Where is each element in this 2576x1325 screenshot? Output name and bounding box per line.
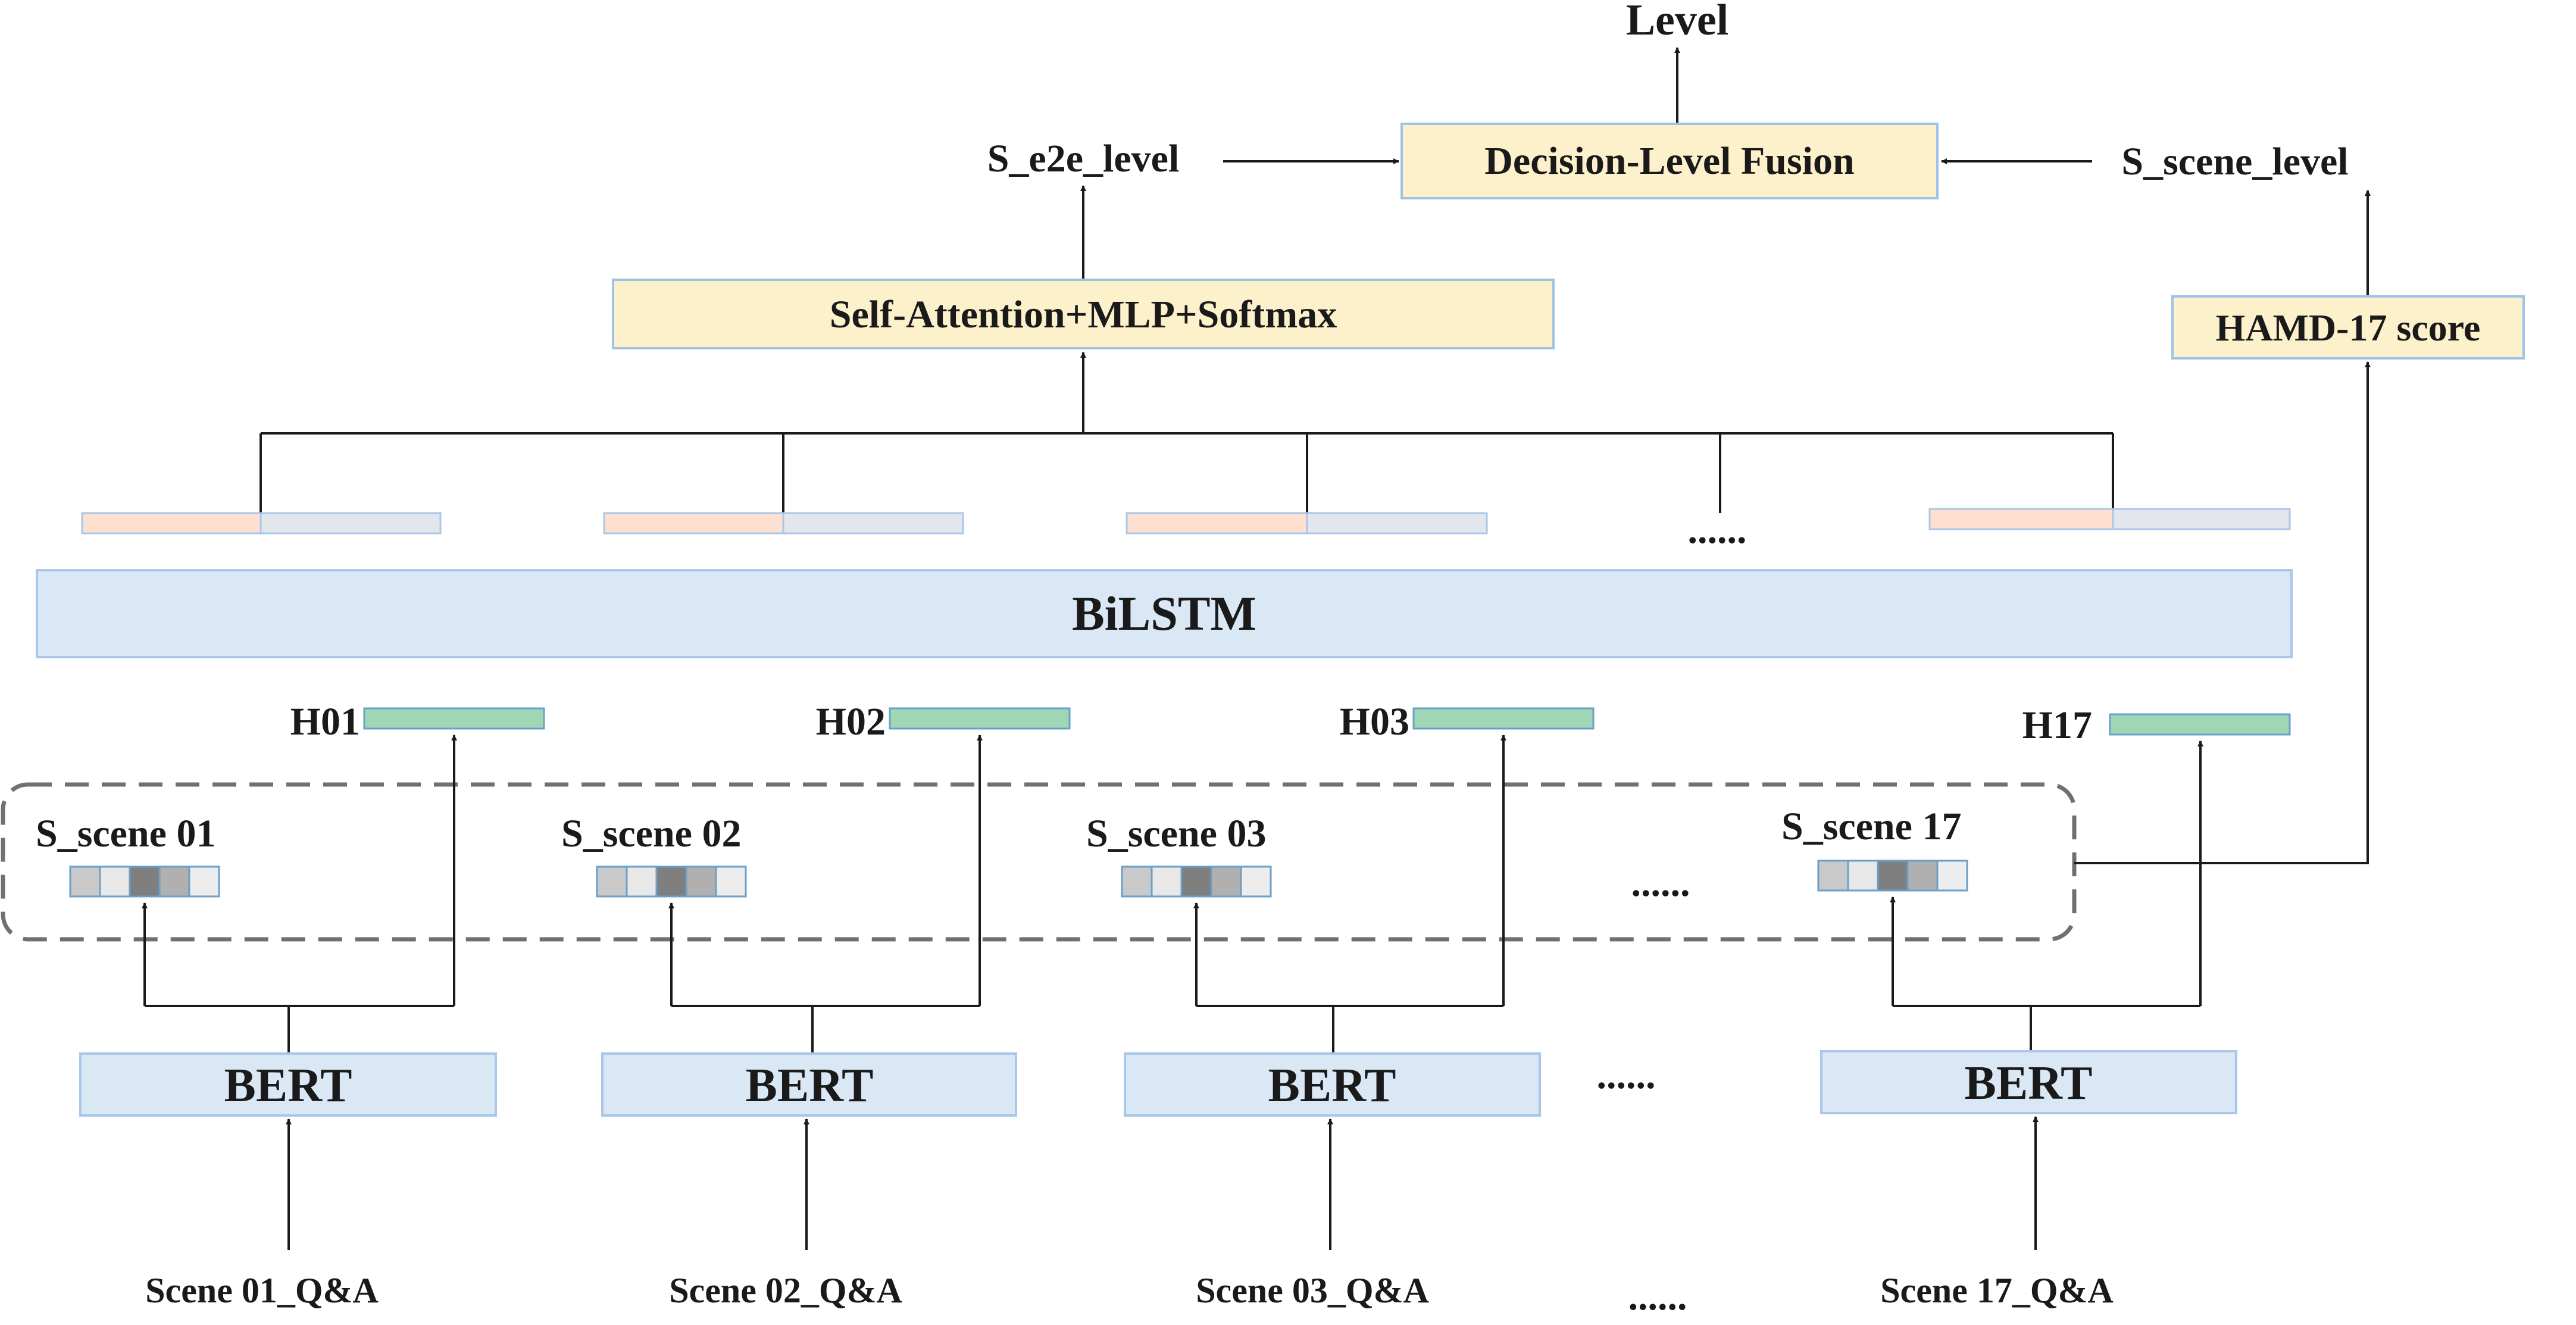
- scene-score-label-2: S_scene 02: [561, 812, 741, 855]
- hidden-vector-3: [1412, 707, 1595, 730]
- input-label-2: Scene 02_Q&A: [669, 1271, 902, 1310]
- bert-box-2: [601, 1052, 1017, 1117]
- self-attention-label: Self-Attention+MLP+Softmax: [830, 293, 1337, 336]
- bert-fork-17: [1890, 740, 2203, 1054]
- bert-label-17: BERT: [1964, 1057, 2092, 1110]
- hidden-vector-17: [2109, 713, 2291, 736]
- bilstm-label: BiLSTM: [1072, 586, 1256, 640]
- decision-level-fusion-label: Decision-Level Fusion: [1484, 139, 1855, 183]
- scene-score-ellipsis: ......: [1631, 861, 1690, 905]
- scene-score-vector-1: [69, 865, 220, 898]
- hidden-label-3: H03: [1340, 700, 1409, 743]
- hidden-vector-2: [889, 707, 1071, 730]
- self-attention-box: [612, 279, 1555, 349]
- bert-label-1: BERT: [224, 1060, 352, 1112]
- bert-label-3: BERT: [1268, 1060, 1396, 1112]
- bert-ellipsis: ......: [1597, 1054, 1656, 1097]
- bilstm-output-vector-2: [603, 512, 964, 535]
- bert-box-17: [1820, 1050, 2237, 1114]
- input-ellipsis: ......: [1628, 1275, 1687, 1318]
- scene-score-label-1: S_scene 01: [36, 812, 215, 855]
- hamd-17-score-box: [2171, 295, 2525, 360]
- bert-box-1: [79, 1052, 497, 1117]
- hidden-label-1: H01: [290, 700, 360, 743]
- bert-fork-1: [142, 735, 457, 1054]
- scene-score-dashed-region: [1, 782, 2077, 942]
- decision-level-fusion-box: [1400, 123, 1939, 199]
- bilstm-box: [36, 569, 2293, 658]
- bert-fork-3: [1193, 735, 1506, 1054]
- scene-score-vector-3: [1121, 865, 1272, 898]
- input-label-3: Scene 03_Q&A: [1196, 1271, 1429, 1310]
- level-label: Level: [1626, 0, 1729, 45]
- bert-box-3: [1124, 1052, 1541, 1117]
- scene-score-vector-17: [1817, 860, 1968, 892]
- bert-fork-2: [668, 735, 983, 1054]
- input-label-17: Scene 17_Q&A: [1880, 1271, 2114, 1310]
- scene-region-to-hamd-line: [2074, 369, 2369, 864]
- s-scene-level-label: S_scene_level: [2121, 140, 2348, 183]
- scene-score-label-17: S_scene 17: [1781, 805, 1961, 848]
- bert-label-2: BERT: [745, 1060, 873, 1112]
- hidden-label-17: H17: [2022, 704, 2092, 747]
- hidden-vector-1: [363, 707, 545, 730]
- bilstm-output-vector-17: [1928, 508, 2291, 530]
- bilstm-output-vector-1: [81, 512, 442, 535]
- scene-score-label-3: S_scene 03: [1086, 812, 1266, 855]
- hamd-17-score-label: HAMD-17 score: [2216, 307, 2481, 349]
- input-label-1: Scene 01_Q&A: [145, 1271, 379, 1310]
- scene-score-vector-2: [596, 865, 747, 898]
- hidden-label-2: H02: [816, 700, 886, 743]
- bilstm-output-vector-3: [1126, 512, 1488, 535]
- output-ellipsis: ......: [1688, 508, 1747, 552]
- s-e2e-level-label: S_e2e_level: [987, 137, 1180, 180]
